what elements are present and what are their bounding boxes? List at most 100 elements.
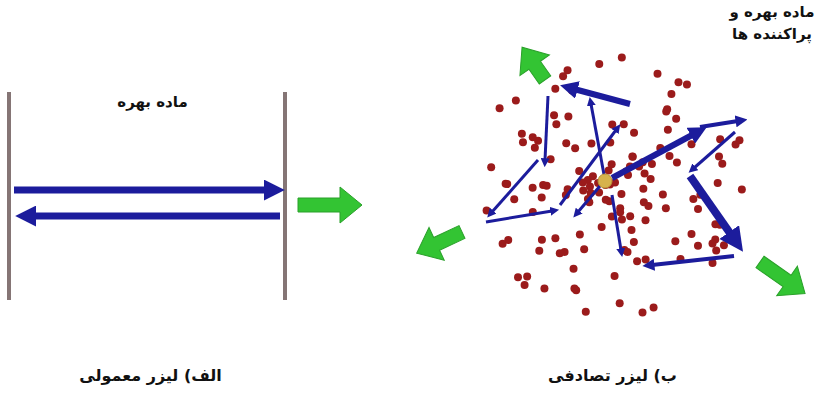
scatterer-dot: [628, 153, 636, 161]
scatterer-dot: [551, 85, 559, 93]
scatterer-dot: [608, 120, 616, 128]
scatterer-dot: [714, 179, 722, 187]
mirror: [283, 92, 287, 300]
scatterer-dot: [630, 129, 638, 137]
scatterer-dot: [587, 140, 595, 148]
scatterer-dot: [538, 236, 546, 244]
scatterer-dot: [715, 152, 723, 160]
light-path-arrow: [578, 186, 600, 212]
scatterer-dot: [602, 196, 610, 204]
scatterer-dot: [672, 115, 680, 123]
scatterer-dot: [673, 159, 681, 167]
scatterer-dot: [687, 230, 695, 238]
panel-caption: ب) لیزر تصادفی: [546, 364, 679, 387]
seed-emitter: [598, 174, 612, 188]
scatterer-dot: [552, 120, 560, 128]
scatterer-dot: [732, 141, 740, 149]
scatterer-dot: [630, 238, 638, 246]
scatterer-dot: [529, 184, 537, 192]
scatterer-dot: [547, 155, 555, 163]
scatterer-dot: [538, 194, 546, 202]
scatterer-dot: [579, 186, 587, 194]
scatterer-dot: [647, 175, 655, 183]
scatterer-dot: [582, 308, 590, 316]
scatterer-dot: [665, 152, 673, 160]
scatterer-dot: [512, 97, 520, 105]
scatterer-dot: [598, 223, 606, 231]
scatterer-dot: [483, 206, 491, 214]
scatterer-dot: [556, 249, 564, 257]
scatterer-dot: [633, 257, 641, 265]
scatterer-dot: [564, 112, 572, 120]
scatterer-dot: [731, 238, 739, 246]
scatterer-dot: [576, 231, 584, 239]
gain-medium-box: ماده بهره: [42, 120, 262, 300]
scatterer-dot: [718, 160, 726, 168]
light-path-arrow: [700, 121, 738, 127]
scatterer-dot: [712, 246, 720, 254]
text-holder: ماده بهره: [115, 92, 190, 114]
scatterer-dot: [641, 169, 649, 177]
scatterer-dot: [570, 285, 578, 293]
scatterer-dot: [738, 186, 746, 194]
scatterer-dot: [618, 53, 626, 61]
node-heading: ماده بهره و پراکننده ها: [722, 2, 822, 46]
scatterer-dot: [662, 204, 670, 212]
light-path-arrow: [492, 160, 538, 212]
light-ray-arrow: [32, 213, 280, 220]
light-path-arrow: [652, 256, 734, 265]
scatterer-dot: [570, 265, 578, 273]
scatterer-dot: [503, 180, 511, 188]
light-path-arrow: [690, 176, 732, 236]
scatterer-dot: [519, 138, 527, 146]
light-path-arrow: [486, 211, 552, 222]
node-heading: ماده بهره: [115, 92, 190, 114]
light-path-arrow: [574, 89, 630, 104]
scatterer-dot: [667, 90, 675, 98]
scatterer-dot: [487, 163, 495, 171]
light-ray-arrow: [14, 187, 268, 194]
scatterer-dot: [580, 245, 588, 253]
gain-medium-box-outline: [42, 120, 262, 300]
scatterer-dot: [639, 309, 647, 317]
scatterer-dot: [510, 195, 518, 203]
scatterer-dot: [535, 247, 543, 255]
scatterer-dot: [562, 139, 570, 147]
scatterer-dot: [659, 191, 667, 199]
light-path-arrow: [560, 130, 616, 205]
scatterer-dot: [518, 130, 526, 138]
scatterer-dot: [694, 242, 702, 250]
scatterer-dot: [642, 216, 650, 224]
scatterer-dot: [499, 240, 507, 248]
scatterer-dot: [571, 144, 579, 152]
scatterer-dot: [662, 107, 670, 115]
scatterer-dot: [608, 160, 616, 168]
scatterer-dot: [618, 216, 626, 224]
scatterer-dot: [639, 185, 647, 193]
scatterer-dot: [683, 81, 691, 89]
scatterer-dot: [709, 240, 717, 248]
panel-caption: الف) لیزر معمولی: [77, 364, 224, 387]
scatterer-dot: [628, 226, 636, 234]
gain-scatterer-circle: ماده بهره و پراکننده ها: [460, 40, 762, 330]
scatterer-dot: [595, 60, 603, 68]
scatterer-dot: [687, 140, 695, 148]
gain-scatterer-circle-outline: [460, 40, 762, 330]
scatterer-dot: [664, 126, 672, 134]
scatterer-dot: [531, 144, 539, 152]
scatterer-dot: [523, 273, 531, 281]
scatterer-dot: [674, 78, 682, 86]
scatterer-dot: [616, 208, 624, 216]
scatterer-dot: [629, 153, 637, 161]
output-beams: [298, 37, 815, 308]
scatterer-dot: [550, 111, 558, 119]
output-beam-arrow: [409, 216, 470, 270]
scatterer-dot: [551, 234, 559, 242]
scatterer-dot: [521, 281, 529, 289]
scatterer-dot: [586, 183, 594, 191]
light-path-arrow: [612, 195, 621, 250]
scatterer-dot: [564, 66, 572, 74]
scatterer-dot: [540, 285, 548, 293]
